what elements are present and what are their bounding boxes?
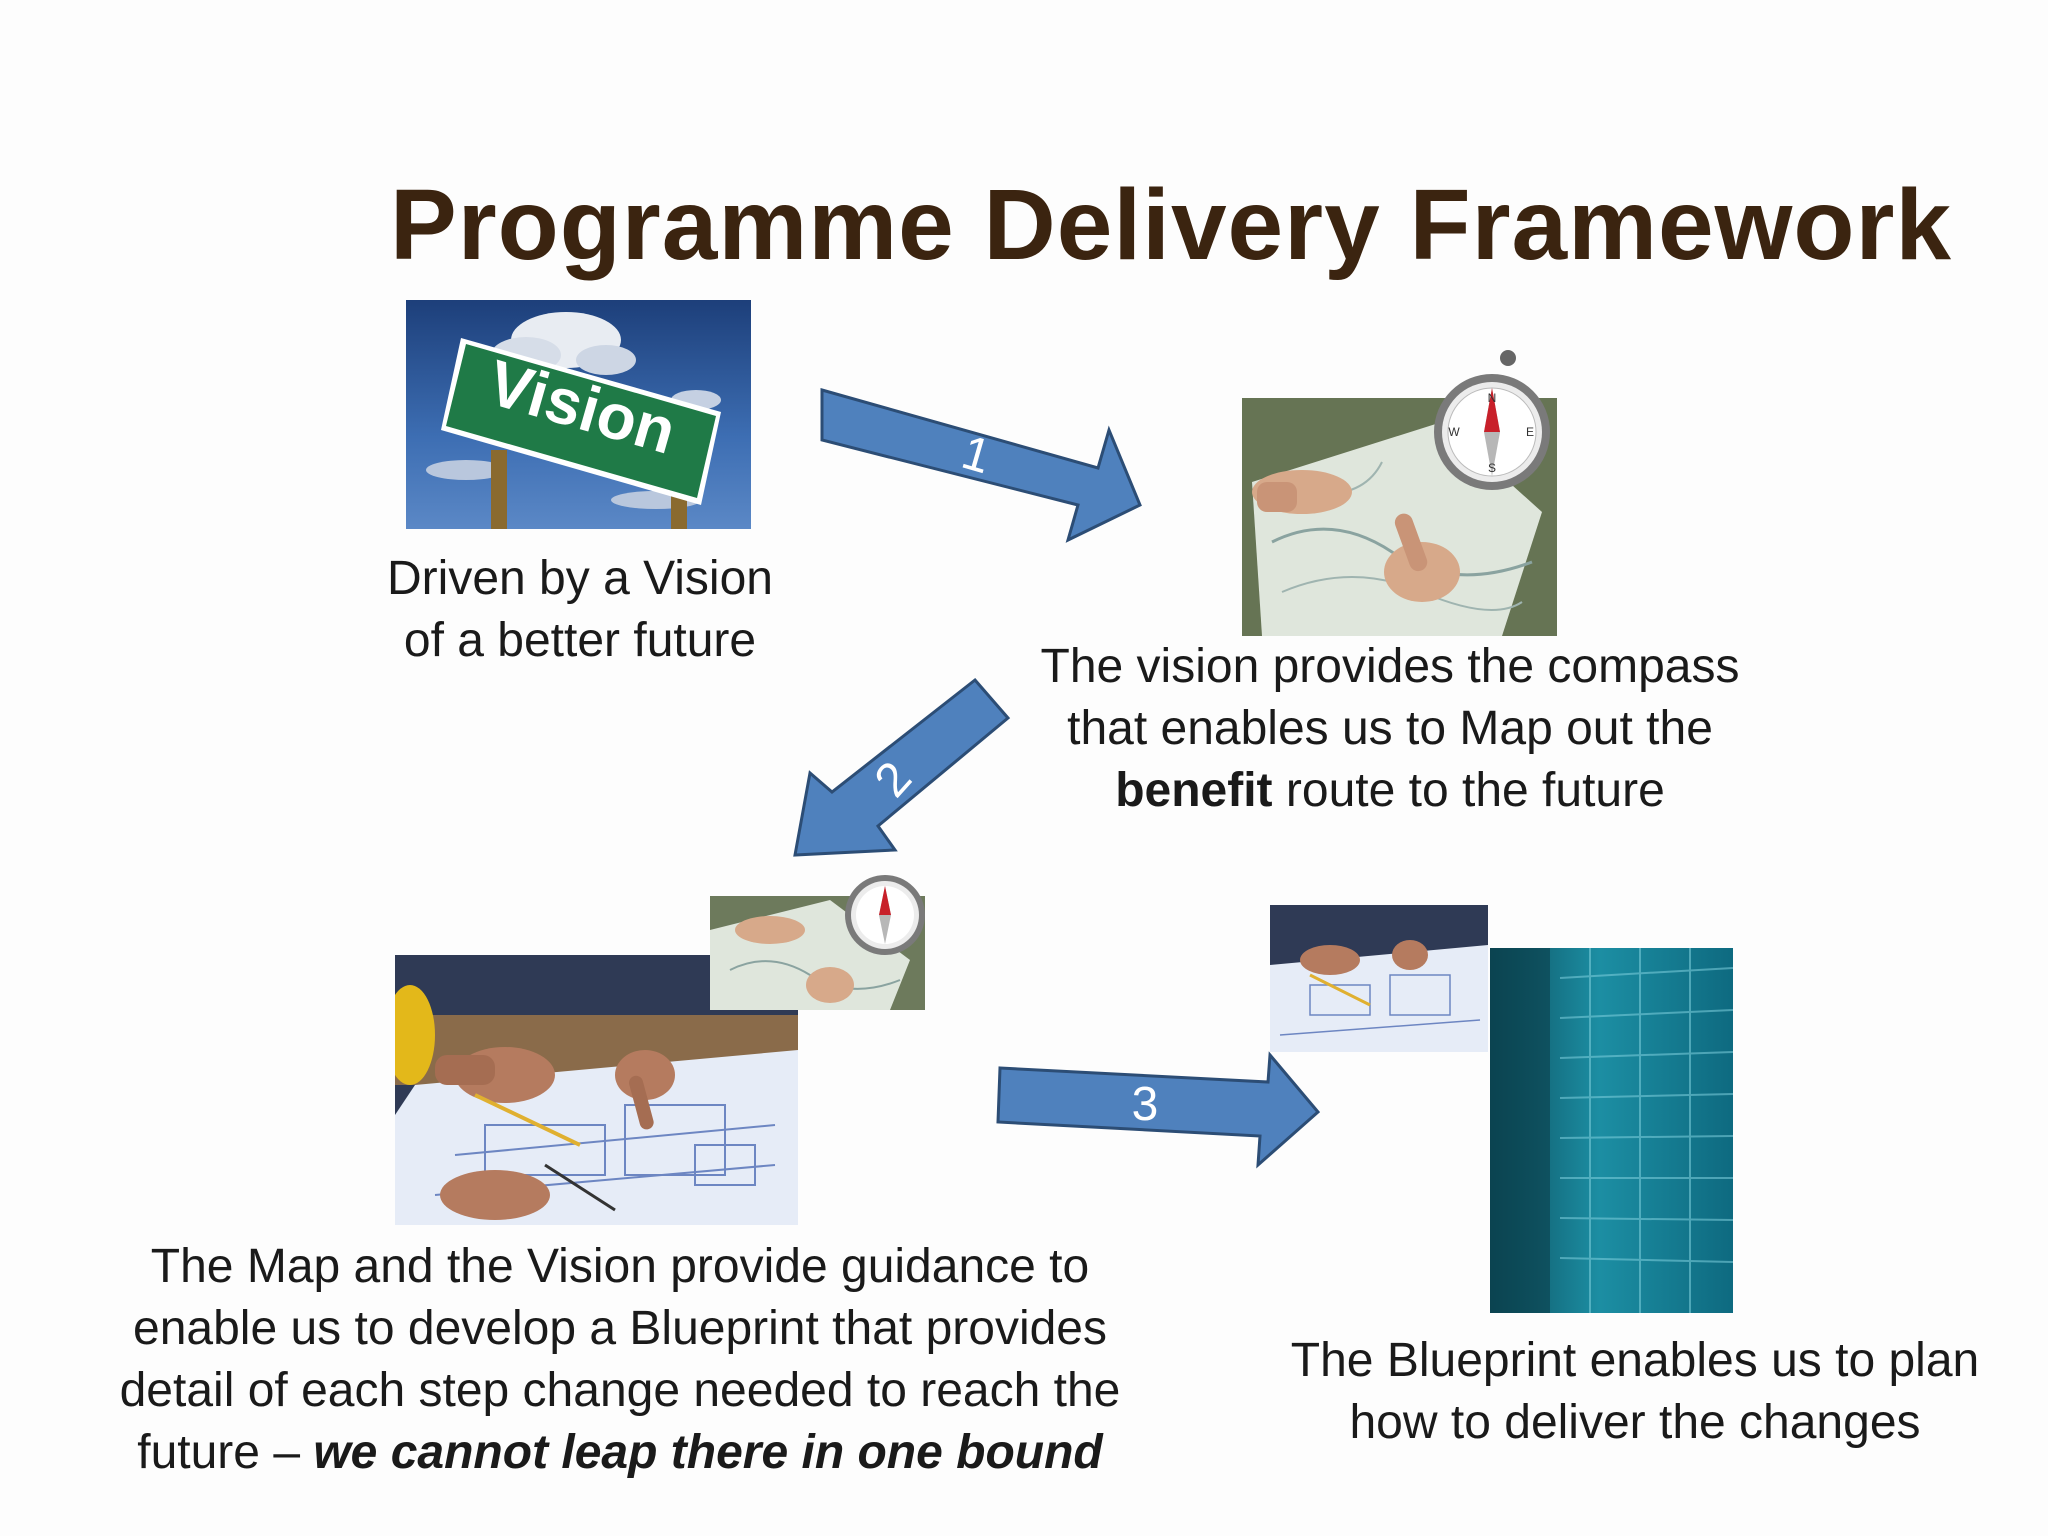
blueprint-caption: The Map and the Vision provide guidance … xyxy=(60,1236,1180,1484)
vision-caption: Driven by a Vision of a better future xyxy=(330,548,830,672)
svg-text:S: S xyxy=(1488,461,1496,475)
map-compass-image: N S W E xyxy=(1242,342,1572,636)
plan-caption: The Blueprint enables us to plan how to … xyxy=(1250,1330,2020,1454)
arrow-3: 3 xyxy=(996,1051,1321,1169)
svg-text:N: N xyxy=(1488,391,1497,405)
leap-emphasis: we cannot leap there in one bound xyxy=(313,1426,1103,1479)
arrow-1: 1 xyxy=(820,388,1142,543)
compass-caption-line-3-rest: route to the future xyxy=(1272,764,1665,817)
compass-caption-line-3: benefit route to the future xyxy=(980,760,1800,822)
vision-caption-line-2: of a better future xyxy=(403,614,757,667)
blueprint-caption-line-1: The Map and the Vision provide guidance … xyxy=(150,1240,1090,1293)
arrow-3-label: 3 xyxy=(1132,1078,1159,1131)
spreadsheet-image xyxy=(1490,948,1733,1313)
svg-text:E: E xyxy=(1526,425,1534,439)
svg-text:W: W xyxy=(1448,425,1460,439)
benefit-emphasis: benefit xyxy=(1115,764,1273,817)
vision-sign-image: Vision xyxy=(406,300,751,529)
blueprint-caption-line-4-start: future – xyxy=(137,1426,314,1479)
blueprint-caption-line-2: enable us to develop a Blueprint that pr… xyxy=(133,1302,1107,1355)
plan-caption-line-1: The Blueprint enables us to plan xyxy=(1290,1334,1980,1387)
blueprint-caption-line-3: detail of each step change needed to rea… xyxy=(119,1364,1121,1417)
plan-caption-line-2: how to deliver the changes xyxy=(1349,1396,1921,1449)
small-blueprint-image xyxy=(1270,905,1488,1052)
blueprint-caption-line-4: future – we cannot leap there in one bou… xyxy=(60,1422,1180,1484)
vision-caption-line-1: Driven by a Vision xyxy=(387,552,773,605)
compass-caption: The vision provides the compass that ena… xyxy=(980,636,1800,822)
compass-caption-line-1: The vision provides the compass xyxy=(1040,640,1740,693)
arrow-2: 2 xyxy=(793,677,1011,857)
slide-title: Programme Delivery Framework xyxy=(390,169,1953,281)
compass-caption-line-2: that enables us to Map out the xyxy=(1067,702,1713,755)
small-map-compass-image xyxy=(710,870,925,1010)
